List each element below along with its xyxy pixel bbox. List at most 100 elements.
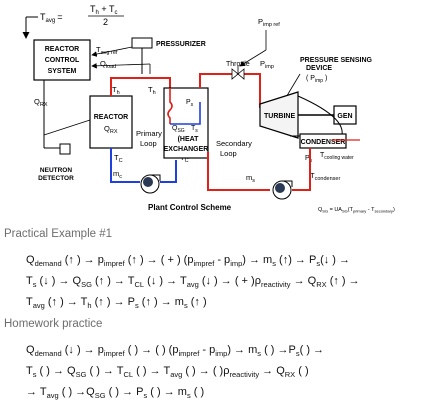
neutron-label-1: NEUTRON [40,167,72,174]
pressure-sensing-label-2: DEVICE [306,65,332,72]
chain-text: ( ) →P [261,344,296,356]
tavg-eq-denominator: 2 [103,17,108,27]
mdot-c-label: mc [113,169,122,180]
primary-hot-leg [110,77,171,96]
tc-left-label: TC [114,153,123,164]
chain-text: T [26,296,33,308]
chain-subscript: s [134,301,139,311]
th-left-label: Th [112,85,120,96]
reactor-control-line-2: CONTROL [45,57,80,64]
q-load-label: Qload [100,59,116,70]
chain-text: (↑ ) → p [61,254,104,266]
example-line-3: Tavg (↑ ) → Th (↑ ) → Ps (↑ ) → ms (↑ ) [26,292,207,316]
homework-line-1: Qdemand (↓ ) → pimpref ( ) → ( ) (pimpre… [26,340,324,364]
diagram-title: Plant Control Scheme [148,203,232,212]
chain-subscript: s [295,349,300,359]
secondary-loop-label-2: Loop [220,149,237,158]
condenser-box [299,133,347,149]
chain-subscript: RX [316,280,327,290]
chain-text: T [26,275,33,287]
chain-text: ( ) → ( )ρ [182,365,230,377]
chain-subscript: h [87,301,92,311]
chain-text: ( ) → T [86,365,124,377]
chain-subscript: impref [193,259,215,269]
chain-subscript: reactivity [229,370,260,380]
chain-text: → Q [259,365,285,377]
throttle-label: Throttle [226,61,250,68]
p-imp-ref-label: Pimp ref [258,17,280,28]
chain-subscript: imp [230,259,243,269]
pressure-sensing-label-3: ( Pimp ) [306,75,327,84]
secondary-loop-label-1: Secondary [216,139,252,148]
chain-text: ( ) → ( ) (p [124,344,179,356]
chain-text: ) → m [227,344,258,356]
ps-condenser-label: Ps [305,155,313,164]
chain-subscript: s [32,280,37,290]
chain-text: (↑ ) → m [138,296,184,308]
example-line-2: Ts (↓ ) → QSG (↑ ) → TCL (↓ ) → Tavg (↓ … [26,271,360,295]
chain-text: ( ) → T [133,365,171,377]
chain-subscript: s [316,259,321,269]
chain-text: ( ) [190,386,205,398]
chain-text: (↑ ) → [326,275,360,287]
chain-text: → T [26,386,47,398]
chain-subscript: s [32,370,37,380]
chain-subscript: s [272,259,276,269]
chain-text: Q [26,254,35,266]
example-line-1: Qdemand (↑ ) → p impref (↑ ) → ( + ) (p im… [26,250,350,274]
chain-subscript: avg [170,370,183,380]
chain-text: ) → m [242,254,273,266]
chain-subscript: SG [94,391,106,401]
primary-loop-label-2: Loop [140,139,157,148]
chain-subscript: avg [186,280,199,290]
chain-text: (↑ ) → T [91,275,135,287]
heat-label: (HEAT [178,136,200,143]
chain-text: Q [26,344,35,356]
chain-text: (↑ ) → ( + ) (p [124,254,194,266]
q-rx-label: QRX [34,97,48,108]
chain-subscript: RX [284,370,296,380]
chain-subscript: avg [46,391,59,401]
chain-text: ( ) → [299,344,325,356]
chain-subscript: CL [123,370,134,380]
homework-line-2: Ts ( ) → QSG ( ) → TCL ( ) → Tavg ( ) → … [26,361,309,385]
generator-box [333,105,357,125]
primary-pump [140,174,161,194]
chain-subscript: s [183,301,188,311]
gen-label: GEN [337,113,352,120]
primary-loop-label-1: Primary [136,129,162,138]
chain-subscript: reactivity [260,280,291,290]
secondary-feedwater-line [207,148,311,191]
pressurizer-box [131,37,153,49]
plant-control-scheme-diagram: Tavg= Th + Tc 2 REACTOR CONTROL SYSTEM T… [22,4,395,214]
homework-heading: Homework practice [4,318,103,330]
chain-text: - p [199,344,216,356]
tavg-ref-label: Tavg ref [96,45,118,56]
chain-subscript: s [257,349,262,359]
secondary-pump [272,180,293,200]
ts-hx-label: Ts [191,125,198,134]
reactor-q-label: QRX [104,124,118,135]
chain-text: ( ) → Q [36,365,76,377]
exchanger-label: EXCHANGER [164,146,209,153]
primary-cold-leg [110,148,177,183]
condenser-label: CONDENSER [301,139,346,146]
mdot-s-label: ms [246,173,255,184]
homework-line-3: → Tavg ( ) →QSG ( ) → Ps ( ) → ms ( ) [26,382,204,406]
chain-text: (↓ ) → p [61,344,104,356]
chain-text: (↓ ) → [320,254,351,266]
turbine-shape [259,91,299,139]
th-right-label: Th [148,85,156,96]
reactor-control-system-box [33,39,91,81]
turbine-label: TURBINE [264,113,295,120]
chain-text: → Q [290,275,317,287]
reactor-control-line-1: REACTOR [45,46,79,53]
chain-subscript: demand [34,259,62,269]
chain-text: ( ) →Q [58,386,95,398]
chain-subscript: s [143,391,148,401]
chain-subscript: s [186,391,191,401]
secondary-steam-line [199,73,261,108]
chain-subscript: imp [215,349,228,359]
chain-text: (↓ ) → Q [36,275,82,287]
chain-text: ( ) [295,365,309,377]
